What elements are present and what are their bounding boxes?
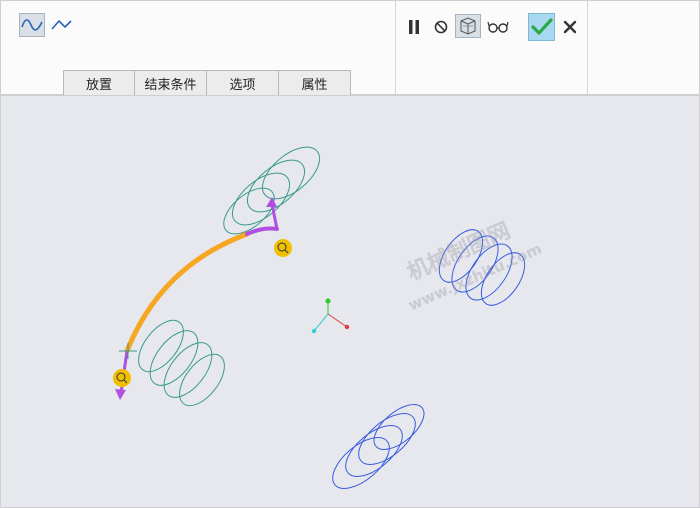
blue-helix-right <box>438 229 526 306</box>
teal-helix-bottom <box>138 319 225 407</box>
sweep-trajectory[interactable] <box>124 231 250 354</box>
tab-end-condition[interactable]: 结束条件 <box>135 70 207 96</box>
ribbon-left-section: 放置 结束条件 选项 属性 <box>1 1 396 96</box>
purple-arrow-top[interactable] <box>270 203 279 230</box>
ribbon-toolbar: 放置 结束条件 选项 属性 <box>0 0 700 96</box>
confirm-button[interactable] <box>528 13 555 41</box>
sine-wave-icon[interactable] <box>19 13 45 37</box>
checkmark-icon <box>530 18 553 35</box>
arrow-head-top <box>266 197 277 207</box>
glasses-icon[interactable] <box>485 15 511 39</box>
cancel-button[interactable] <box>557 15 583 39</box>
coordinate-triad <box>311 298 350 334</box>
tab-options[interactable]: 选项 <box>207 70 279 96</box>
purple-segment-top[interactable] <box>245 226 279 236</box>
tab-properties[interactable]: 属性 <box>279 70 351 96</box>
ribbon-right-section <box>395 1 588 95</box>
drag-handle-bottom[interactable] <box>113 369 131 387</box>
model-view <box>113 146 526 489</box>
blue-helix-bottom <box>332 404 425 489</box>
no-entry-icon[interactable] <box>428 15 454 39</box>
pause-icon[interactable] <box>401 15 427 39</box>
drag-handle-top[interactable] <box>274 239 292 257</box>
tab-placement[interactable]: 放置 <box>63 70 135 96</box>
start-point-marker[interactable] <box>119 343 137 359</box>
preview-icon[interactable] <box>455 14 481 38</box>
feature-tabs: 放置 结束条件 选项 属性 <box>63 70 351 96</box>
graphics-canvas[interactable]: 机械制图网 www.jxzhitu.com <box>0 95 700 508</box>
triangle-wave-icon[interactable] <box>49 13 75 37</box>
close-icon <box>563 20 577 34</box>
arrow-head-bottom <box>115 389 126 400</box>
